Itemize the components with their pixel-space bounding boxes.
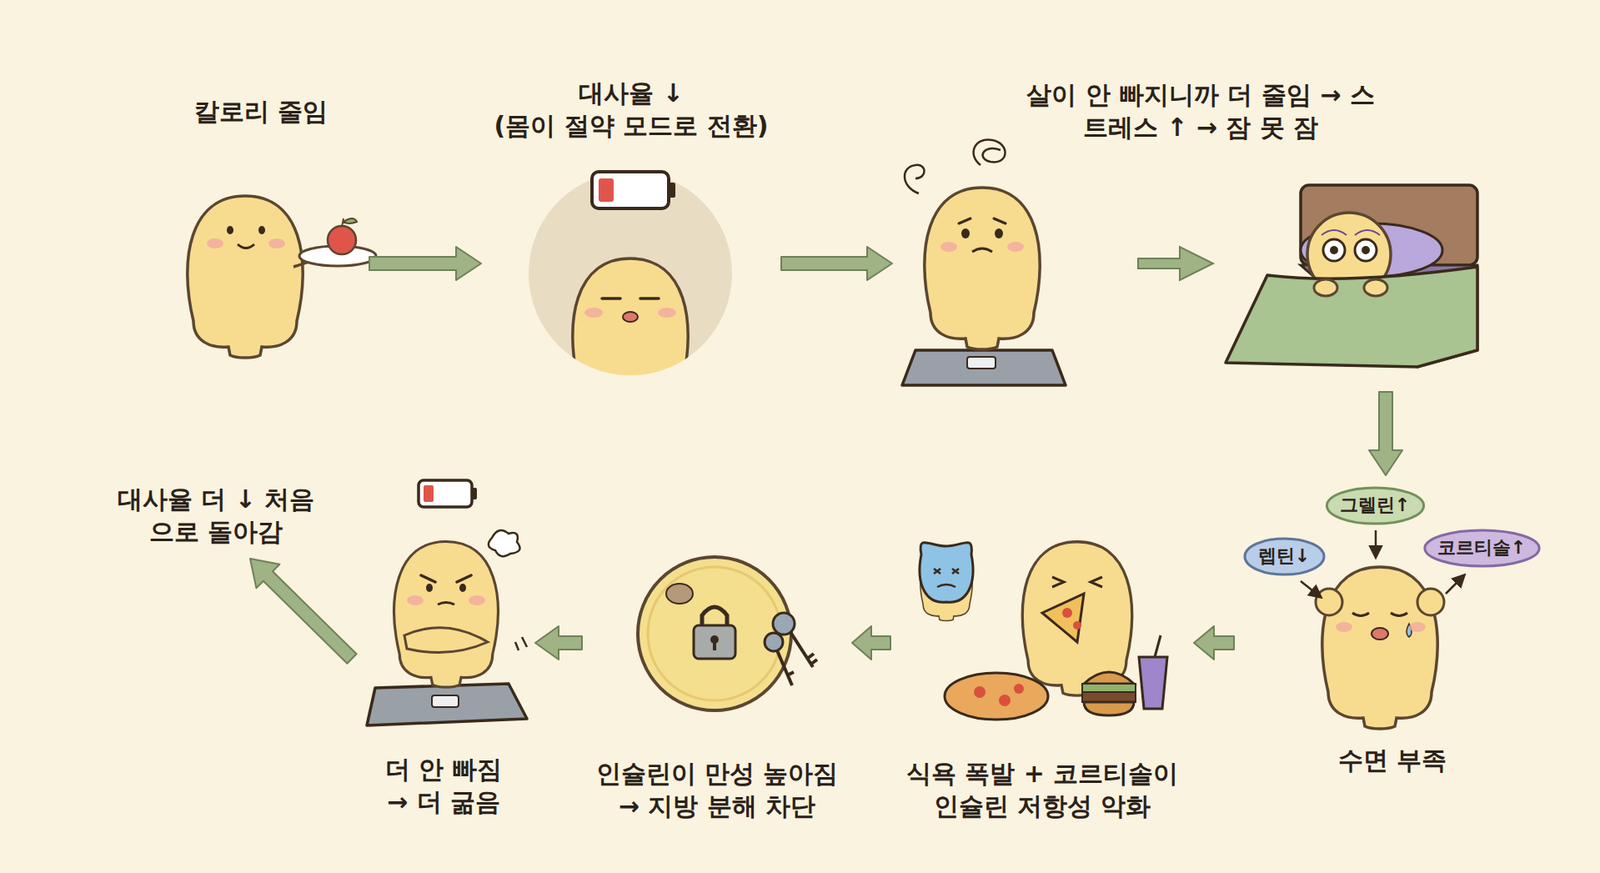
bed-figure bbox=[1225, 185, 1478, 367]
flow-arrow bbox=[852, 626, 891, 660]
step-caption: 더 안 빠짐 → 더 굶음 bbox=[376, 752, 511, 818]
flow-arrow bbox=[535, 626, 582, 660]
step-node: 대사율 더 ↓ 처음으로 돌아감 bbox=[99, 479, 333, 559]
step-node: 인슐린이 만성 높아짐 → 지방 분해 차단 bbox=[581, 550, 853, 826]
step-caption: 칼로리 줄임 bbox=[194, 95, 328, 128]
flow-arrow bbox=[781, 246, 893, 281]
hormone-bubble: 코르티솔↑ bbox=[1422, 528, 1542, 568]
step-caption: 인슐린이 만성 높아짐 → 지방 분해 차단 bbox=[591, 757, 843, 823]
flow-arrow bbox=[369, 246, 482, 281]
hormone-label: 렙틴↓ bbox=[1258, 544, 1310, 569]
locked-cell bbox=[637, 556, 818, 711]
step-node: 살이 안 빠지니까 더 줄임 → 스트레스 ↑ → 잠 못 잠 bbox=[892, 75, 1510, 392]
flow-arrow bbox=[250, 558, 357, 664]
hormone-bubble: 그렐린↑ bbox=[1324, 486, 1426, 526]
step-node: 대사율 ↓(몸이 절약 모드로 전환) bbox=[481, 73, 782, 366]
step-node: 식욕 폭발 + 코르티솔이 인슐린 저항성 악화 bbox=[890, 508, 1194, 826]
step-caption: 대사율 더 ↓ 처음으로 돌아감 bbox=[115, 482, 316, 548]
flow-arrow bbox=[1369, 391, 1403, 476]
hormone-bubble: 렙틴↓ bbox=[1243, 536, 1326, 577]
angry-figure bbox=[366, 480, 527, 726]
step-caption: 대사율 ↓ bbox=[578, 76, 684, 110]
step-caption: 식욕 폭발 + 코르티솔이 인슐린 저항성 악화 bbox=[900, 757, 1184, 823]
step-node: 칼로리 줄임 bbox=[152, 91, 370, 367]
step-caption: 수면 부족 bbox=[1338, 743, 1447, 777]
low-energy-figure bbox=[528, 171, 733, 421]
worried-figure bbox=[902, 140, 1214, 386]
step-caption: 살이 안 빠지니까 더 줄임 → 스트레스 ↑ → 잠 못 잠 bbox=[1017, 78, 1385, 144]
step-note: (몸이 절약 모드로 전환) bbox=[494, 109, 769, 142]
hormone-label: 그렐린↑ bbox=[1339, 493, 1410, 518]
eating-figure bbox=[919, 541, 1168, 720]
flow-arrow bbox=[1193, 626, 1234, 660]
happy-figure bbox=[187, 195, 377, 358]
step-node: 더 안 빠짐 → 더 굶음 bbox=[351, 471, 536, 822]
hormone-label: 코르티솔↑ bbox=[1437, 536, 1526, 561]
step-node: 수면 부족 렙틴↓ 그렐린↑ 코르티솔↑ bbox=[1233, 475, 1551, 780]
